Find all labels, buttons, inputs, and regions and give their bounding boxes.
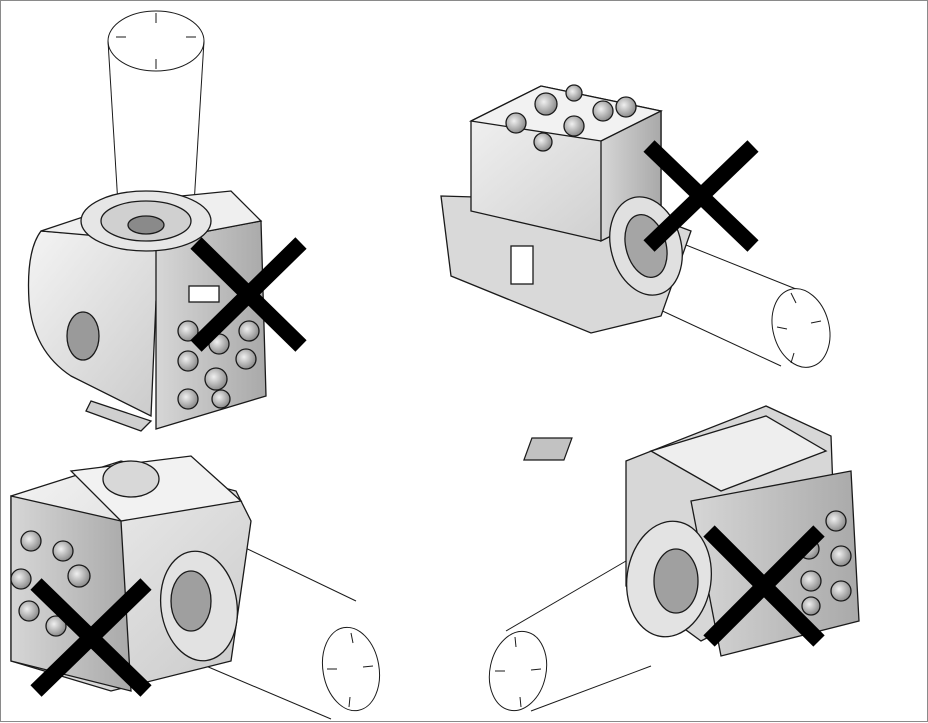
panel-top-right [440,84,831,368]
lens-tube-icon [107,10,205,222]
camera-module-icon [10,455,252,692]
camera-module-icon [523,405,860,657]
prohibited-cross-icon [643,140,759,252]
prohibited-cross-icon [190,237,307,352]
lens-tube-icon [640,230,831,368]
prohibited-cross-icon [703,525,825,647]
connector-group [10,530,91,637]
panel-bottom-left [10,455,381,720]
prohibited-cross-icon [30,578,152,697]
camera-module-icon [27,190,267,432]
lens-tube-icon [205,540,381,720]
camera-module-icon [440,84,692,334]
panel-bottom-right [488,405,860,712]
connector-group [505,84,637,152]
panel-top-left [27,10,307,432]
connector-group [177,320,260,410]
lens-tube-icon [488,560,652,712]
